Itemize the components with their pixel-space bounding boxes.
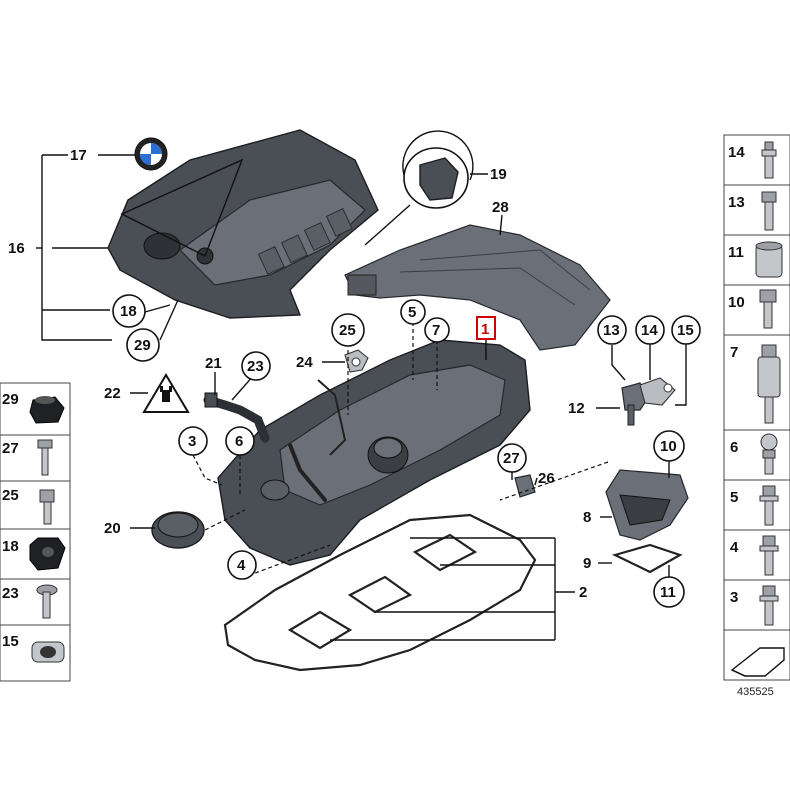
callout-23: 23: [247, 358, 264, 375]
warning-triangle-icon: [142, 373, 190, 413]
highlight-box-1: [476, 316, 496, 340]
right-label-13: 13: [728, 194, 745, 211]
callout-14: 14: [641, 322, 658, 339]
callout-10: 10: [660, 438, 677, 455]
callout-circle-27: [497, 443, 527, 473]
callout-24: 24: [296, 354, 313, 371]
callout-5: 5: [408, 304, 416, 321]
left-label-23: 23: [2, 585, 19, 602]
valve-assembly: [621, 377, 676, 426]
bmw-logo-icon: [134, 137, 168, 171]
callout-17: 17: [70, 147, 87, 164]
callout-25: 25: [339, 322, 356, 339]
direction-arrow-icon: [730, 647, 785, 677]
callout-2: 2: [579, 584, 587, 601]
callout-28: 28: [492, 199, 509, 216]
callout-circle-15: [671, 315, 701, 345]
callouts: 17 16 18 29 19 28 25 24 5 7 1 21 23 22 3…: [8, 147, 701, 608]
small-gasket: [611, 543, 683, 574]
right-label-3: 3: [730, 589, 738, 606]
leader-lines: [36, 154, 687, 641]
callout-29: 29: [134, 337, 151, 354]
callout-19: 19: [490, 166, 507, 183]
callout-9: 9: [583, 555, 591, 572]
callout-circle-23: [241, 351, 271, 381]
right-parts-column: 14 13 11 10 7 6 5 4 3: [723, 134, 790, 681]
callout-circle-3: [178, 426, 208, 456]
breather-hose: [203, 392, 270, 443]
diagram-id: 435525: [737, 686, 774, 698]
callout-27: 27: [503, 450, 520, 467]
callout-circle-10: [653, 430, 685, 462]
callout-circle-18: [112, 294, 146, 328]
callout-circle-5: [400, 299, 426, 325]
callout-15: 15: [677, 322, 694, 339]
callout-20: 20: [104, 520, 121, 537]
cylinder-head-cover: [217, 339, 531, 566]
callout-8: 8: [583, 509, 591, 526]
callout-22: 22: [104, 385, 121, 402]
left-label-15: 15: [2, 633, 19, 650]
right-label-7: 7: [730, 344, 738, 361]
heat-shield: [344, 224, 611, 351]
callout-circle-6: [225, 426, 255, 456]
callout-1: 1: [481, 321, 489, 338]
left-label-18: 18: [2, 538, 19, 555]
right-label-11: 11: [728, 244, 744, 261]
callout-26: 26: [538, 470, 555, 487]
engine-cover: [107, 129, 379, 319]
callout-circle-11: [653, 576, 685, 608]
callout-11: 11: [660, 584, 676, 601]
right-label-6: 6: [730, 439, 738, 456]
callout-6: 6: [235, 433, 243, 450]
callout-13: 13: [603, 322, 620, 339]
sensor-part: [514, 474, 536, 498]
callout-circle-7: [424, 317, 450, 343]
callout-12: 12: [568, 400, 585, 417]
right-label-10: 10: [728, 294, 745, 311]
callout-4: 4: [237, 557, 246, 574]
left-label-29: 29: [2, 391, 19, 408]
gasket-set: [223, 513, 537, 672]
left-parts-column: 29 27 25 18 23 15: [0, 382, 71, 682]
right-label-14: 14: [728, 144, 745, 161]
callout-7: 7: [432, 322, 440, 339]
right-label-5: 5: [730, 489, 738, 506]
left-label-27: 27: [2, 440, 19, 457]
callout-18: 18: [120, 303, 137, 320]
callout-circle-4: [227, 550, 257, 580]
oil-filler-cap: [151, 511, 205, 549]
callout-circle-13: [597, 315, 627, 345]
grommet-part: [364, 130, 474, 246]
bracket-part: [344, 349, 369, 373]
right-label-4: 4: [730, 539, 739, 556]
callout-16: 16: [8, 240, 25, 257]
left-label-25: 25: [2, 487, 19, 504]
callout-3: 3: [188, 433, 196, 450]
callout-circle-14: [635, 315, 665, 345]
callout-circle-25: [331, 313, 365, 347]
callout-21: 21: [205, 355, 222, 372]
callout-circle-29: [126, 328, 160, 362]
oil-separator: [605, 469, 689, 541]
